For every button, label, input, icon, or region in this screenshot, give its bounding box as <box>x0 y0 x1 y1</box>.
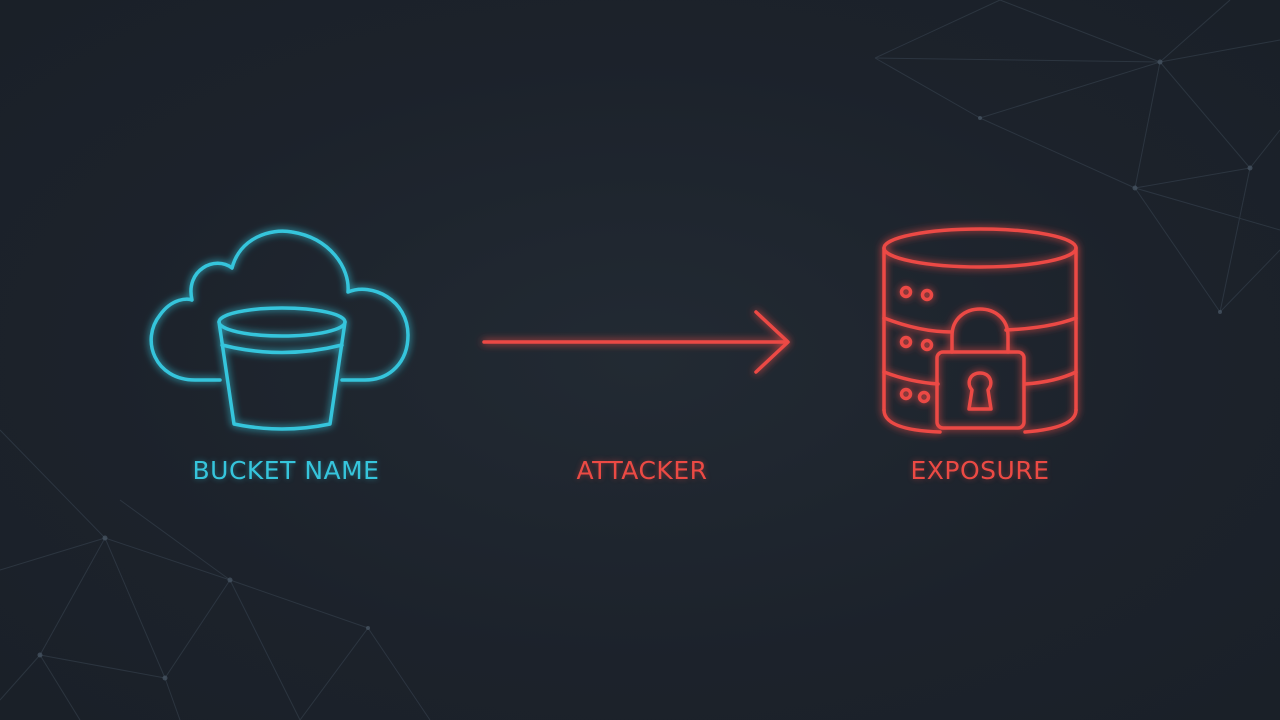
bucket-name-label: BUCKET NAME <box>192 456 380 485</box>
arrow-right-icon <box>482 310 790 374</box>
cloud-bucket-icon <box>149 229 410 431</box>
locked-database-icon <box>882 227 1078 434</box>
exposure-label: EXPOSURE <box>910 456 1050 485</box>
attacker-label: ATTACKER <box>576 456 708 485</box>
